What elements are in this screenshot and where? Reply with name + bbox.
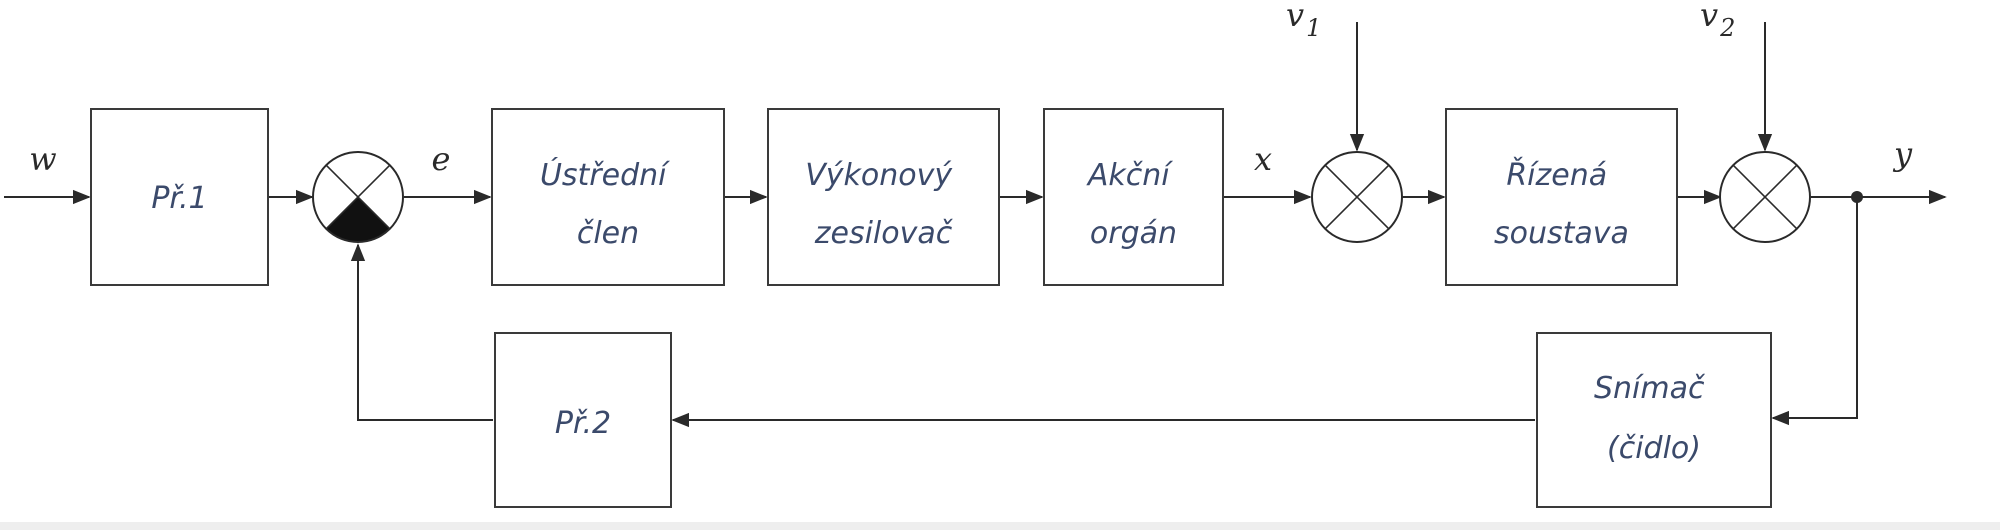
signal-e-label: e <box>432 140 451 178</box>
signal-x-label: x <box>1254 140 1272 178</box>
block-pr2-label: Př.2 <box>555 406 611 441</box>
block-ustredni-clen: Ústřední člen <box>491 108 725 286</box>
block-rizena-soustava-label: Řízená soustava <box>1494 157 1629 251</box>
connections <box>4 22 1947 428</box>
block-rizena-soustava: Řízená soustava <box>1445 108 1678 286</box>
signal-y-label: y <box>1892 135 1913 173</box>
signal-labels: w e x v1 v2 y <box>29 0 1913 178</box>
bottom-border-strip <box>0 522 2000 530</box>
block-vykonovy-zesilovac: Výkonový zesilovač <box>767 108 1000 286</box>
block-akcni-organ-label: Akční orgán <box>1086 158 1179 251</box>
block-pr1-label: Př.1 <box>151 181 207 216</box>
arrow-feedback-to-snimac <box>1771 197 1858 426</box>
block-vykonovy-zesilovac-label: Výkonový zesilovač <box>805 158 961 251</box>
block-ustredni-clen-label: Ústřední člen <box>540 156 676 251</box>
arrow-pr2-to-sum1 <box>350 243 493 421</box>
branch-point-dot <box>1851 191 1863 203</box>
summing-junction-1-minus-sector <box>326 197 390 242</box>
summing-junction-2 <box>1311 151 1403 243</box>
signal-v1-label: v1 <box>1286 0 1321 42</box>
signal-w-label: w <box>29 140 56 178</box>
block-pr2: Př.2 <box>494 332 672 508</box>
block-snimac-cidlo-label: Snímač (čidlo) <box>1594 371 1714 466</box>
block-snimac-cidlo: Snímač (čidlo) <box>1536 332 1772 508</box>
signal-v2-label: v2 <box>1700 0 1735 42</box>
block-akcni-organ: Akční orgán <box>1043 108 1224 286</box>
summing-junction-1 <box>312 151 404 243</box>
block-pr1: Př.1 <box>90 108 269 286</box>
summing-junction-3 <box>1719 151 1811 243</box>
